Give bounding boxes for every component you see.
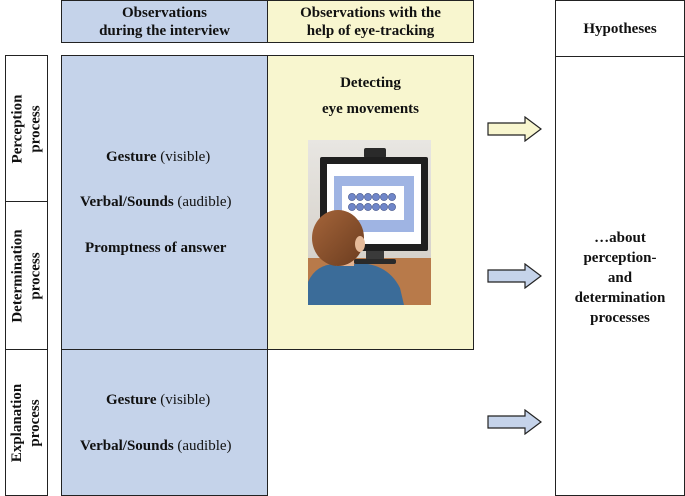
interview-upper-item: Promptness of answer	[61, 240, 268, 257]
interview-upper-item-0-normal: (visible)	[156, 149, 211, 165]
eyetracking-label: Detecting eye movements	[267, 70, 474, 122]
hypotheses-line: …about	[594, 230, 646, 246]
interview-upper-item-2-bold: Promptness of answer	[85, 240, 227, 256]
interview-lower-item-0-normal: (visible)	[156, 392, 211, 408]
hypotheses-text: …about perception- and determination pro…	[555, 228, 685, 328]
interview-upper-item-1-normal: (audible)	[173, 194, 232, 210]
interview-upper-cell	[61, 55, 268, 350]
header-eyetracking: Observations with the help of eye-tracki…	[267, 0, 474, 43]
interview-lower-item-1-bold: Verbal/Sounds	[80, 438, 174, 454]
interview-lower-cell	[61, 349, 268, 496]
interview-lower-item-1-normal: (audible)	[173, 438, 232, 454]
header-interview-line1: Observations	[121, 4, 207, 21]
row-explanation-line2: process	[27, 398, 44, 447]
right-arrow-icon	[487, 409, 542, 435]
hypotheses-line: perception-	[583, 250, 657, 266]
hypotheses-line: and	[607, 270, 633, 286]
eyetracking-label-line1: Detecting	[340, 75, 401, 91]
right-arrow-icon	[487, 116, 542, 142]
row-determination: Determination process	[5, 201, 48, 350]
right-arrow-icon	[487, 263, 542, 289]
interview-lower-item-0-bold: Gesture	[106, 392, 157, 408]
row-explanation: Explanation process	[5, 349, 48, 496]
row-perception-line1: Perception	[9, 94, 26, 163]
row-explanation-line1: Explanation	[9, 383, 26, 462]
eye-tracking-photo-svg	[308, 140, 431, 305]
interview-upper-item: Gesture (visible)	[61, 149, 292, 166]
header-interview: Observations during the interview	[61, 0, 268, 43]
interview-lower-item: Gesture (visible)	[61, 392, 268, 409]
eyetracking-label-line2: eye movements	[321, 101, 420, 117]
row-perception-line2: process	[27, 104, 44, 153]
row-perception: Perception process	[5, 55, 48, 202]
row-determination-line2: process	[27, 251, 44, 300]
eye-tracking-photo-icon	[308, 140, 431, 305]
header-eyetracking-line2: help of eye-tracking	[306, 22, 435, 39]
row-determination-line1: Determination	[9, 228, 26, 323]
hypotheses-line: processes	[590, 310, 650, 326]
interview-upper-item: Verbal/Sounds (audible)	[61, 194, 268, 211]
header-eyetracking-line1: Observations with the	[300, 4, 441, 21]
interview-upper-item-1-bold: Verbal/Sounds	[80, 194, 174, 210]
hypotheses-line: determination	[574, 290, 666, 306]
header-hypotheses: Hypotheses	[555, 0, 685, 57]
interview-upper-item-0-bold: Gesture	[106, 149, 157, 165]
header-interview-line2: during the interview	[99, 22, 230, 39]
header-hypotheses-label: Hypotheses	[583, 20, 657, 37]
hypotheses-cell	[555, 56, 685, 496]
interview-lower-item: Verbal/Sounds (audible)	[61, 438, 268, 455]
